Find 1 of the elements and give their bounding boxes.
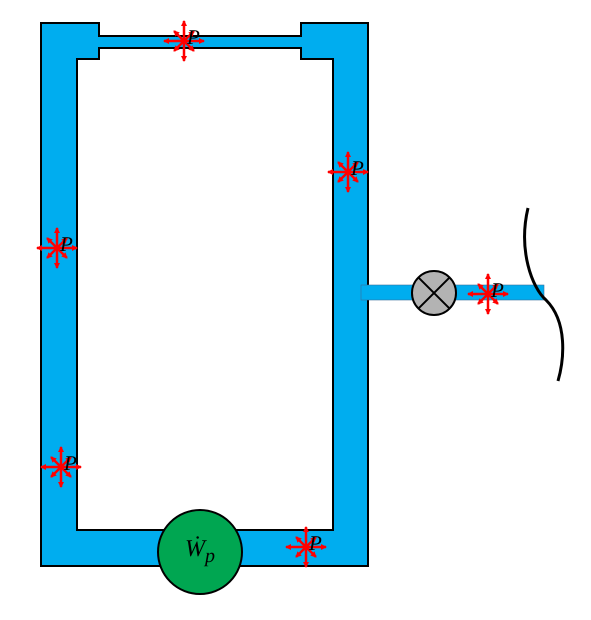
pump-power-label: Ẇ$_{p}$ bbox=[185, 536, 215, 568]
